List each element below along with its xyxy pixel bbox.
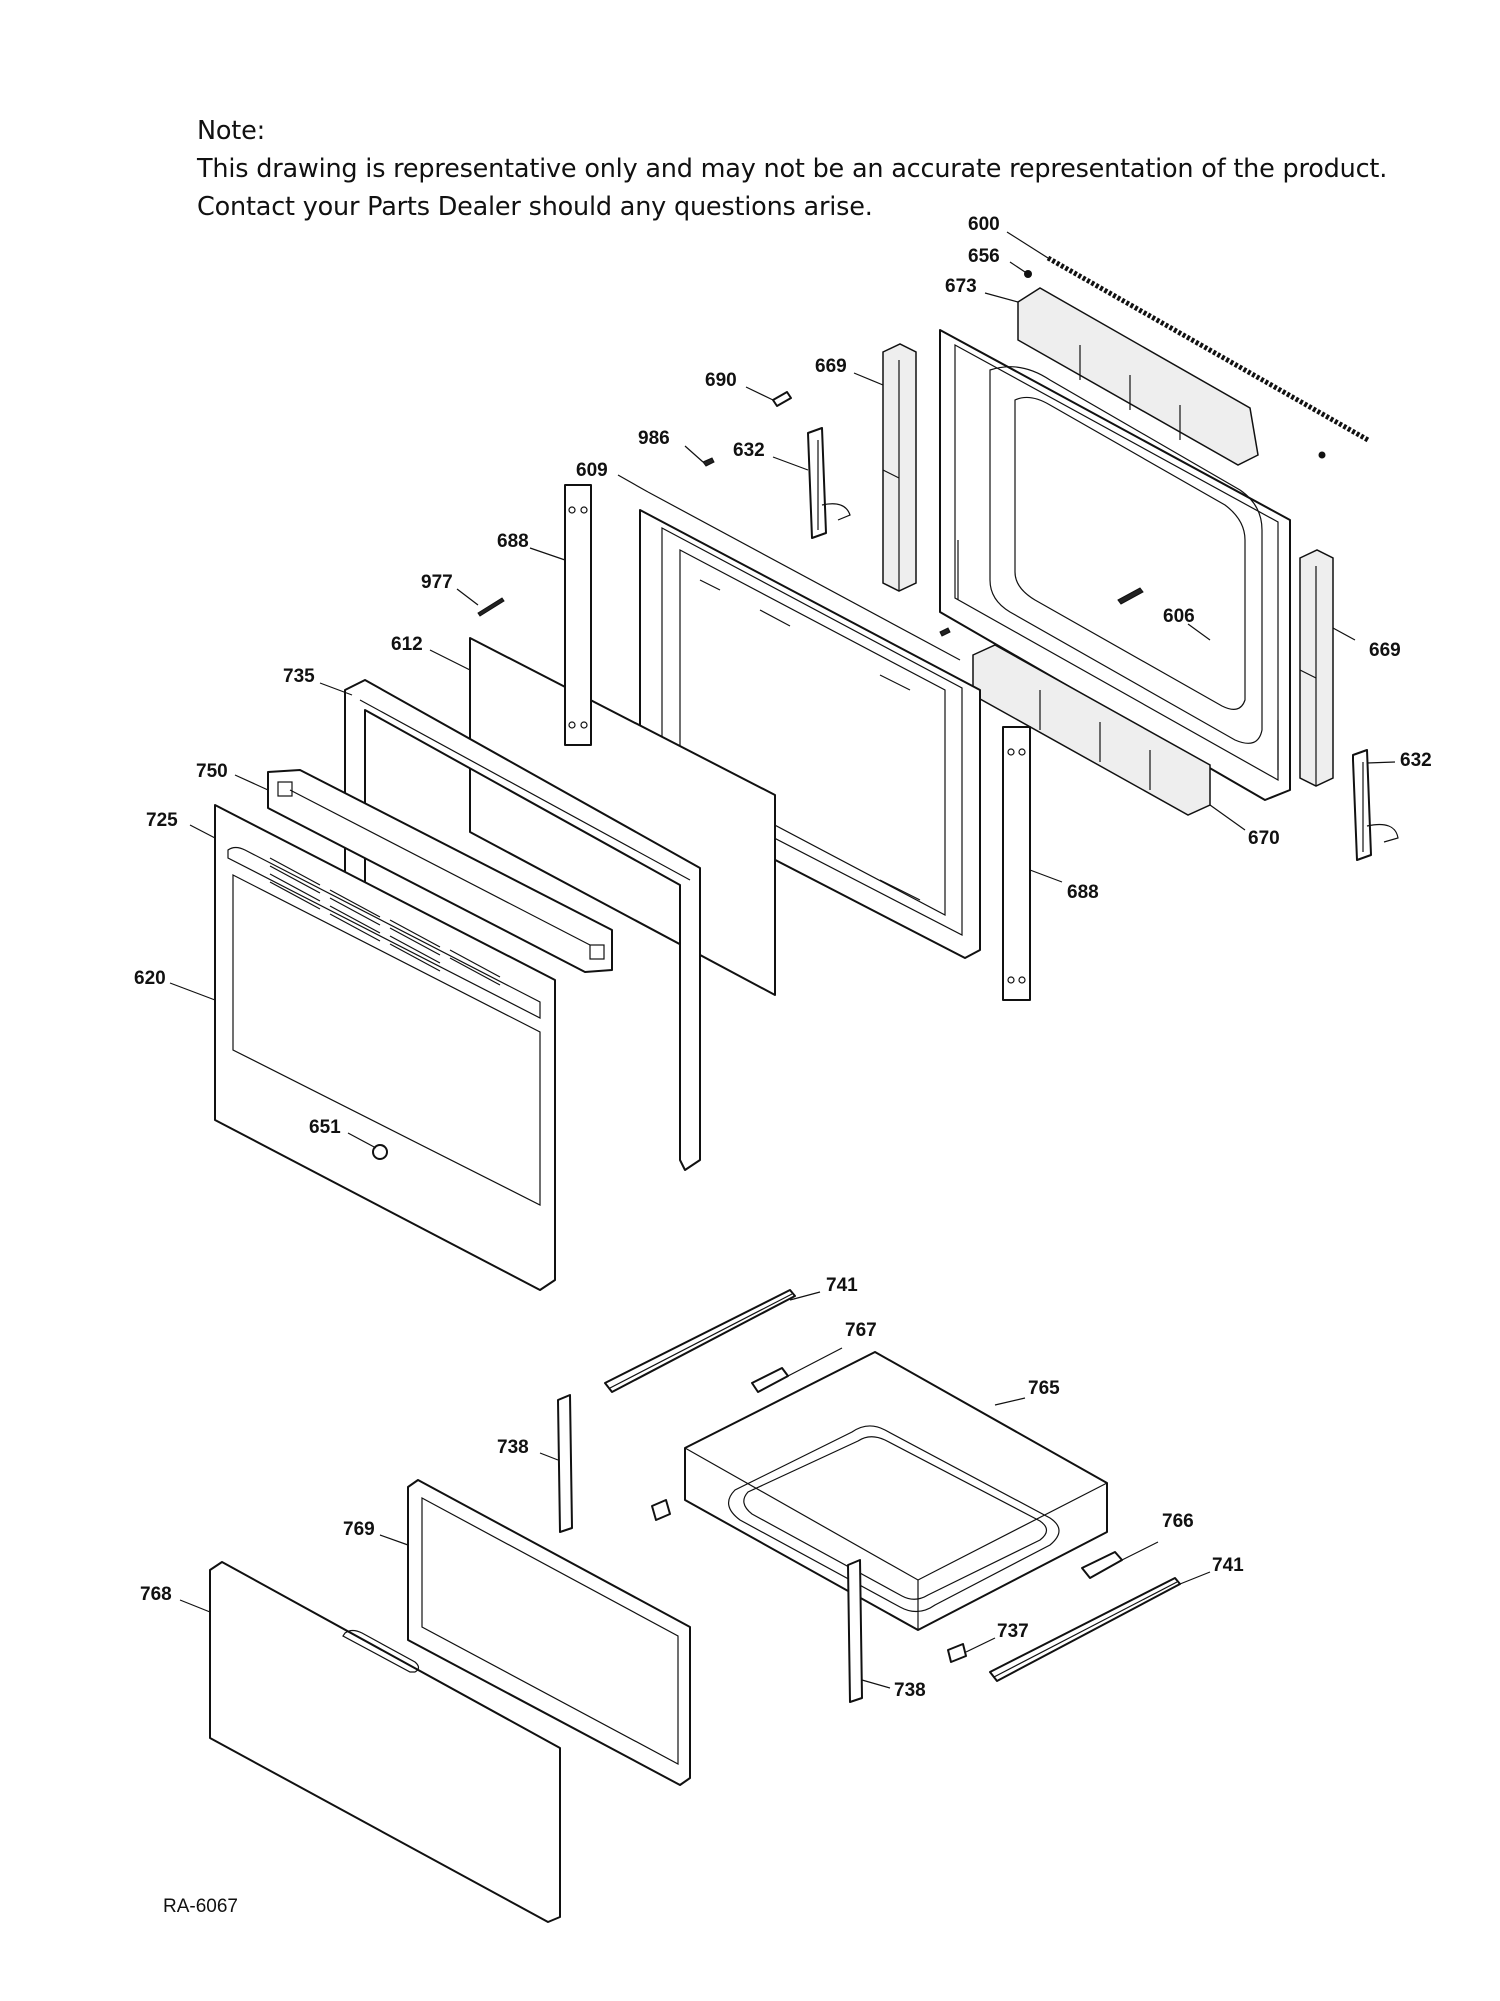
note-line-1: This drawing is representative only and …: [197, 154, 1388, 184]
callout-741-upper: 741: [826, 1275, 858, 1296]
callout-688-left: 688: [497, 531, 529, 552]
note-line-2: Contact your Parts Dealer should any que…: [197, 192, 873, 222]
vent-bracket-drawing: [267, 769, 613, 973]
diagram-code: RA-6067: [163, 1896, 238, 1917]
callout-669-left: 669: [815, 356, 847, 377]
callout-767: 767: [845, 1320, 877, 1341]
drawer-front-panel-drawing: [209, 1561, 561, 1923]
callout-688-right: 688: [1067, 882, 1099, 903]
side-bracket-left-drawing: [564, 484, 592, 746]
leader-lines: [169, 231, 1396, 1689]
callout-656: 656: [968, 246, 1000, 267]
callout-651: 651: [309, 1117, 341, 1138]
callout-669-right: 669: [1369, 640, 1401, 661]
disclaimer-note: Note: This drawing is representative onl…: [197, 112, 1417, 226]
callout-606: 606: [1163, 606, 1195, 627]
insulation-strip-right-drawing: [1299, 549, 1334, 787]
drawer-small-parts-drawing: [651, 1367, 1123, 1663]
callout-741-lower: 741: [1212, 1555, 1244, 1576]
side-bracket-right-drawing: [1002, 726, 1031, 1001]
insulation-top-drawing: [1017, 287, 1259, 466]
callout-690: 690: [705, 370, 737, 391]
callout-620: 620: [134, 968, 166, 989]
hinge-left-drawing: [807, 427, 851, 539]
callout-612: 612: [391, 634, 423, 655]
callout-673: 673: [945, 276, 977, 297]
callout-725: 725: [146, 810, 178, 831]
drawer-rail-upper-drawing: [604, 1289, 796, 1393]
callout-609: 609: [576, 460, 608, 481]
callout-769: 769: [343, 1519, 375, 1540]
callout-766: 766: [1162, 1511, 1194, 1532]
callout-600: 600: [968, 214, 1000, 235]
callout-632-right: 632: [1400, 750, 1432, 771]
callout-986: 986: [638, 428, 670, 449]
callout-738-left: 738: [497, 1437, 529, 1458]
callout-765: 765: [1028, 1378, 1060, 1399]
callout-750: 750: [196, 761, 228, 782]
drawer-side-bracket-right-drawing: [847, 1559, 863, 1703]
drawer-inner-frame-drawing: [407, 1479, 691, 1786]
callout-670: 670: [1248, 828, 1280, 849]
callout-737: 737: [997, 1621, 1029, 1642]
drawer-side-bracket-left-drawing: [557, 1394, 573, 1533]
callout-768: 768: [140, 1584, 172, 1605]
inner-door-panel-drawing: [939, 329, 1291, 801]
callout-738-right: 738: [894, 1680, 926, 1701]
outer-door-panel-drawing: [214, 804, 556, 1291]
callout-977: 977: [421, 572, 453, 593]
hinge-right-drawing: [1352, 749, 1399, 861]
note-heading: Note:: [197, 116, 265, 146]
callout-632-left: 632: [733, 440, 765, 461]
insulation-strip-left-drawing: [882, 343, 917, 592]
drawer-box-drawing: [684, 1351, 1108, 1631]
callout-735: 735: [283, 666, 315, 687]
